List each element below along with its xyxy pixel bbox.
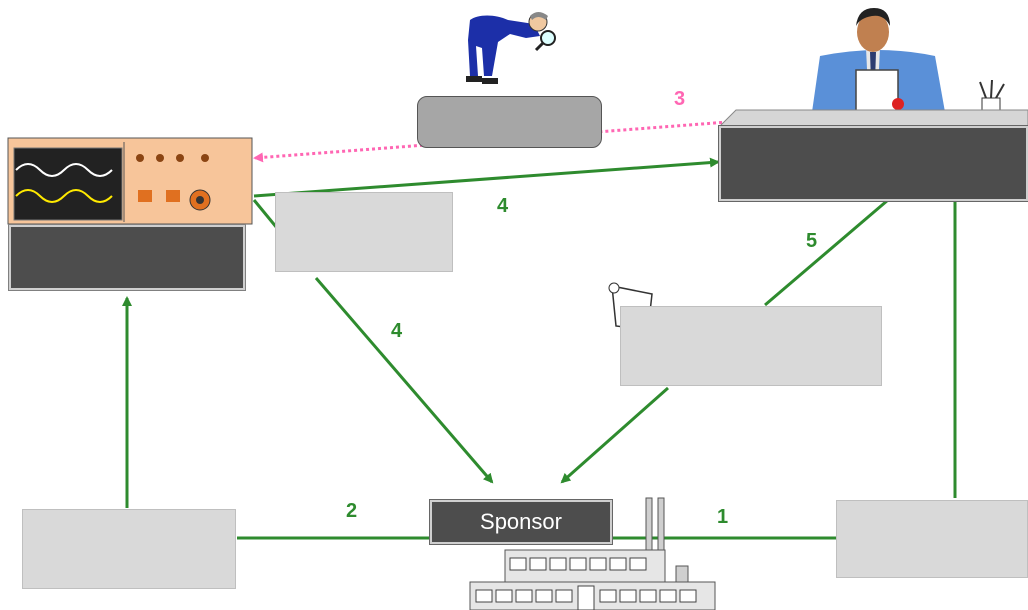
step-label-1: 1 — [717, 506, 729, 528]
step-label-2: 2 — [346, 500, 358, 522]
right-party-box — [836, 500, 1028, 578]
sponsor-label: Sponsor — [429, 499, 613, 545]
factory-icon — [469, 497, 716, 610]
line-device-branch — [252, 199, 279, 229]
inspector-box — [417, 96, 602, 148]
instrument-box — [8, 224, 246, 291]
businessman-at-desk-icon — [718, 8, 1028, 127]
step-label-5: 5 — [806, 230, 818, 252]
arrow-device-to-sponsor — [314, 277, 494, 484]
arrow-inspector-to-device — [253, 120, 729, 163]
step-label-4-mid: 4 — [391, 320, 403, 342]
certificate-label-box — [620, 306, 882, 386]
step-label-4-top: 4 — [497, 195, 509, 217]
device-label-box — [275, 192, 453, 272]
inspector-icon — [466, 12, 556, 84]
desk-box — [718, 125, 1028, 202]
left-party-box — [22, 509, 236, 589]
arrow-certificate-to-sponsor — [560, 386, 669, 484]
arrow-device-to-desk — [253, 157, 720, 198]
test-instrument-icon — [7, 137, 253, 225]
line-desk-to-certificate — [764, 198, 889, 307]
step-label-3: 3 — [674, 88, 686, 110]
